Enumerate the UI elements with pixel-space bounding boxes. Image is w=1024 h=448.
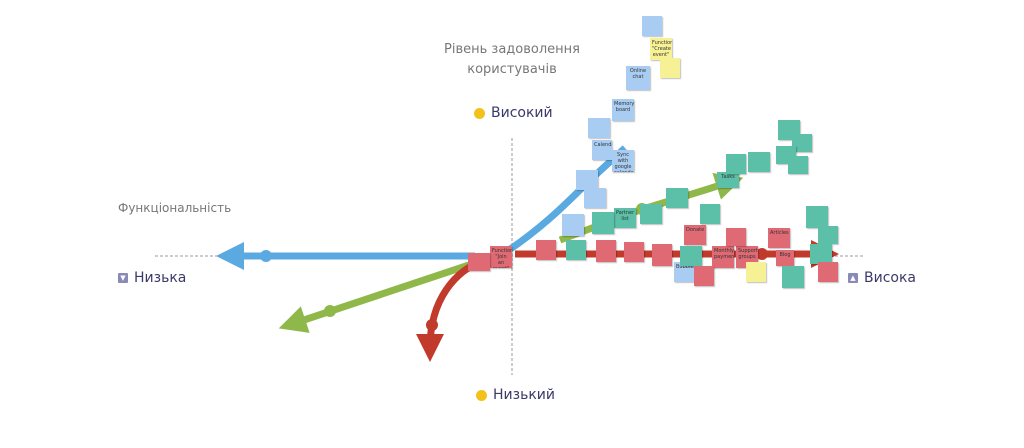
- sticky-note: [652, 244, 672, 266]
- sticky-note: Monthly payments: [712, 246, 734, 268]
- sticky-note: Tasks: [717, 172, 739, 188]
- blue-curve-dot: [260, 250, 272, 262]
- sticky-note: [588, 118, 610, 138]
- sticky-note: Function "Join an event": [490, 246, 512, 268]
- sticky-note: [818, 226, 838, 244]
- sticky-note: [748, 152, 770, 172]
- sticky-note: [640, 204, 662, 224]
- sticky-note: [660, 58, 680, 78]
- sticky-note: [642, 16, 662, 36]
- sticky-note: [806, 206, 828, 228]
- sticky-note: [788, 156, 808, 174]
- sticky-note: Memory board: [612, 99, 634, 121]
- sticky-note: Function "Create event": [650, 38, 672, 60]
- y-high-text: Високий: [491, 105, 553, 121]
- sticky-note: [700, 204, 720, 224]
- sticky-note: [818, 262, 838, 282]
- green-curve-dot-left: [324, 305, 336, 317]
- sticky-note: [680, 246, 702, 266]
- sticky-note: [592, 212, 614, 234]
- frown-face-icon: [476, 389, 487, 401]
- x-low-text: Низька: [134, 270, 187, 286]
- sticky-note: [782, 266, 804, 288]
- x-axis-title: Функціональність: [118, 201, 232, 215]
- smile-face-icon: [474, 107, 485, 119]
- sticky-note: [584, 188, 606, 208]
- x-high-text: Висока: [864, 270, 917, 286]
- sticky-note: [566, 240, 586, 260]
- sticky-note: [694, 266, 714, 286]
- sticky-note: [726, 228, 746, 246]
- sticky-note: [536, 240, 556, 260]
- sticky-note: [468, 253, 490, 271]
- sticky-note: [576, 170, 598, 190]
- sticky-note: [792, 134, 812, 152]
- sticky-note: [726, 154, 746, 174]
- sticky-note: Calendar: [592, 140, 612, 160]
- sticky-note: Online chat: [626, 66, 650, 90]
- sticky-note: Blog: [776, 250, 794, 266]
- arrow-down-square-icon: ▼: [118, 273, 128, 283]
- sticky-note: [666, 188, 688, 208]
- y-low-text: Низький: [493, 387, 555, 403]
- x-low-label: ▼ Низька: [118, 270, 186, 286]
- sticky-note: Donate: [684, 225, 706, 245]
- sticky-note: Bubbles: [674, 262, 696, 282]
- red-curve-dot-left: [426, 319, 438, 331]
- y-high-label: Високий: [474, 105, 553, 121]
- y-low-label: Низький: [476, 387, 555, 403]
- sticky-note: Partner list: [614, 208, 636, 228]
- green-curve-left: [278, 258, 480, 333]
- arrow-up-square-icon: ▲: [848, 273, 858, 283]
- sticky-note: [810, 244, 832, 264]
- sticky-note: [596, 240, 616, 262]
- red-curve-dot-right: [756, 248, 768, 260]
- y-axis-title: Рівень задоволення користувачів: [444, 42, 580, 77]
- sticky-note: Articles: [768, 228, 790, 248]
- sticky-note: [624, 242, 644, 262]
- x-high-label: ▲ Висока: [848, 270, 916, 286]
- sticky-note: Sync with google calendar: [612, 150, 634, 172]
- sticky-note: [746, 262, 766, 282]
- sticky-note: [562, 214, 584, 236]
